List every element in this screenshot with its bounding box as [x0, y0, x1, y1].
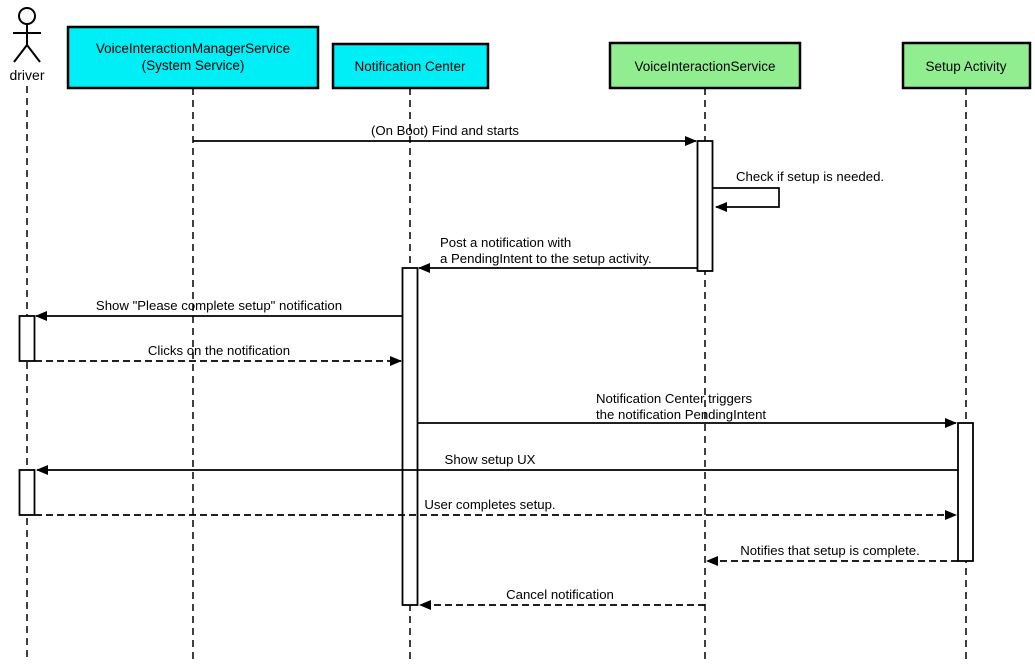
participant-box-notification-center: Notification Center	[331, 42, 490, 90]
participant-box-vims: VoiceInteractionManagerService (System S…	[66, 25, 320, 90]
participant-label-voice-interaction-service: VoiceInteractionService	[634, 59, 775, 74]
participant-box-voice-interaction-service: VoiceInteractionService	[608, 41, 802, 90]
message-arrow-check-if-setup-needed	[713, 187, 780, 212]
activation-notification-center	[401, 267, 419, 606]
message-label-triggers-pendingintent-line1: Notification Center triggers	[596, 391, 753, 406]
activation-setup-activity	[957, 422, 974, 562]
message-label-on-boot-find-and-starts: (On Boot) Find and starts	[371, 123, 519, 138]
message-label-check-if-setup-needed: Check if setup is needed.	[736, 169, 884, 184]
actor-label-driver: driver	[9, 67, 44, 83]
activation-driver-1	[18, 315, 36, 362]
message-label-cancel-notification: Cancel notification	[506, 587, 614, 602]
participant-label-notification-center: Notification Center	[354, 59, 466, 74]
participant-sublabel-vims: (System Service)	[142, 58, 245, 73]
message-label-user-completes-setup: User completes setup.	[424, 497, 555, 512]
message-label-post-notification-line2: a PendingIntent to the setup activity.	[440, 251, 652, 266]
participant-box-setup-activity: Setup Activity	[901, 41, 1032, 90]
message-label-show-setup-ux: Show setup UX	[445, 452, 536, 467]
message-label-triggers-pendingintent-line2: the notification PendingIntent	[596, 407, 766, 422]
message-label-post-notification-line1: Post a notification with	[440, 235, 571, 250]
message-label-clicks-notification: Clicks on the notification	[148, 343, 290, 358]
participant-label-vims: VoiceInteractionManagerService	[96, 41, 290, 56]
actor-icon-driver	[13, 7, 41, 63]
activation-voice-interaction-service	[696, 140, 714, 272]
message-label-show-setup-notification: Show "Please complete setup" notificatio…	[96, 298, 342, 313]
activation-driver-2	[18, 469, 36, 516]
message-label-notifies-setup-complete: Notifies that setup is complete.	[740, 543, 920, 558]
participant-label-setup-activity: Setup Activity	[925, 59, 1006, 74]
